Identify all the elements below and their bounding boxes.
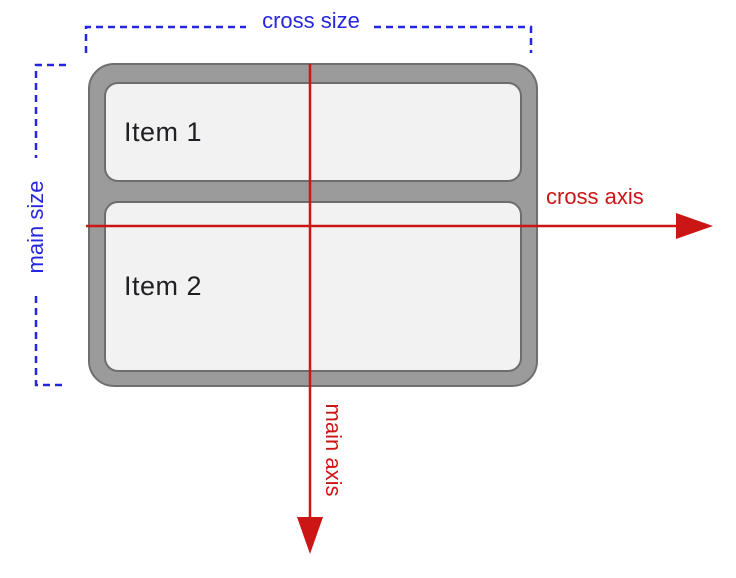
main-size-label: main size bbox=[23, 180, 48, 274]
flex-item-1: Item 1 bbox=[104, 82, 522, 182]
cross-size-label: cross size bbox=[262, 8, 360, 33]
flex-container: Item 1 Item 2 bbox=[88, 63, 538, 387]
flex-item-2: Item 2 bbox=[104, 201, 522, 372]
main-axis-label: main axis bbox=[321, 403, 346, 497]
cross-axis-label: cross axis bbox=[546, 184, 644, 209]
flex-item-2-label: Item 2 bbox=[124, 271, 203, 301]
flex-item-1-label: Item 1 bbox=[124, 116, 203, 147]
